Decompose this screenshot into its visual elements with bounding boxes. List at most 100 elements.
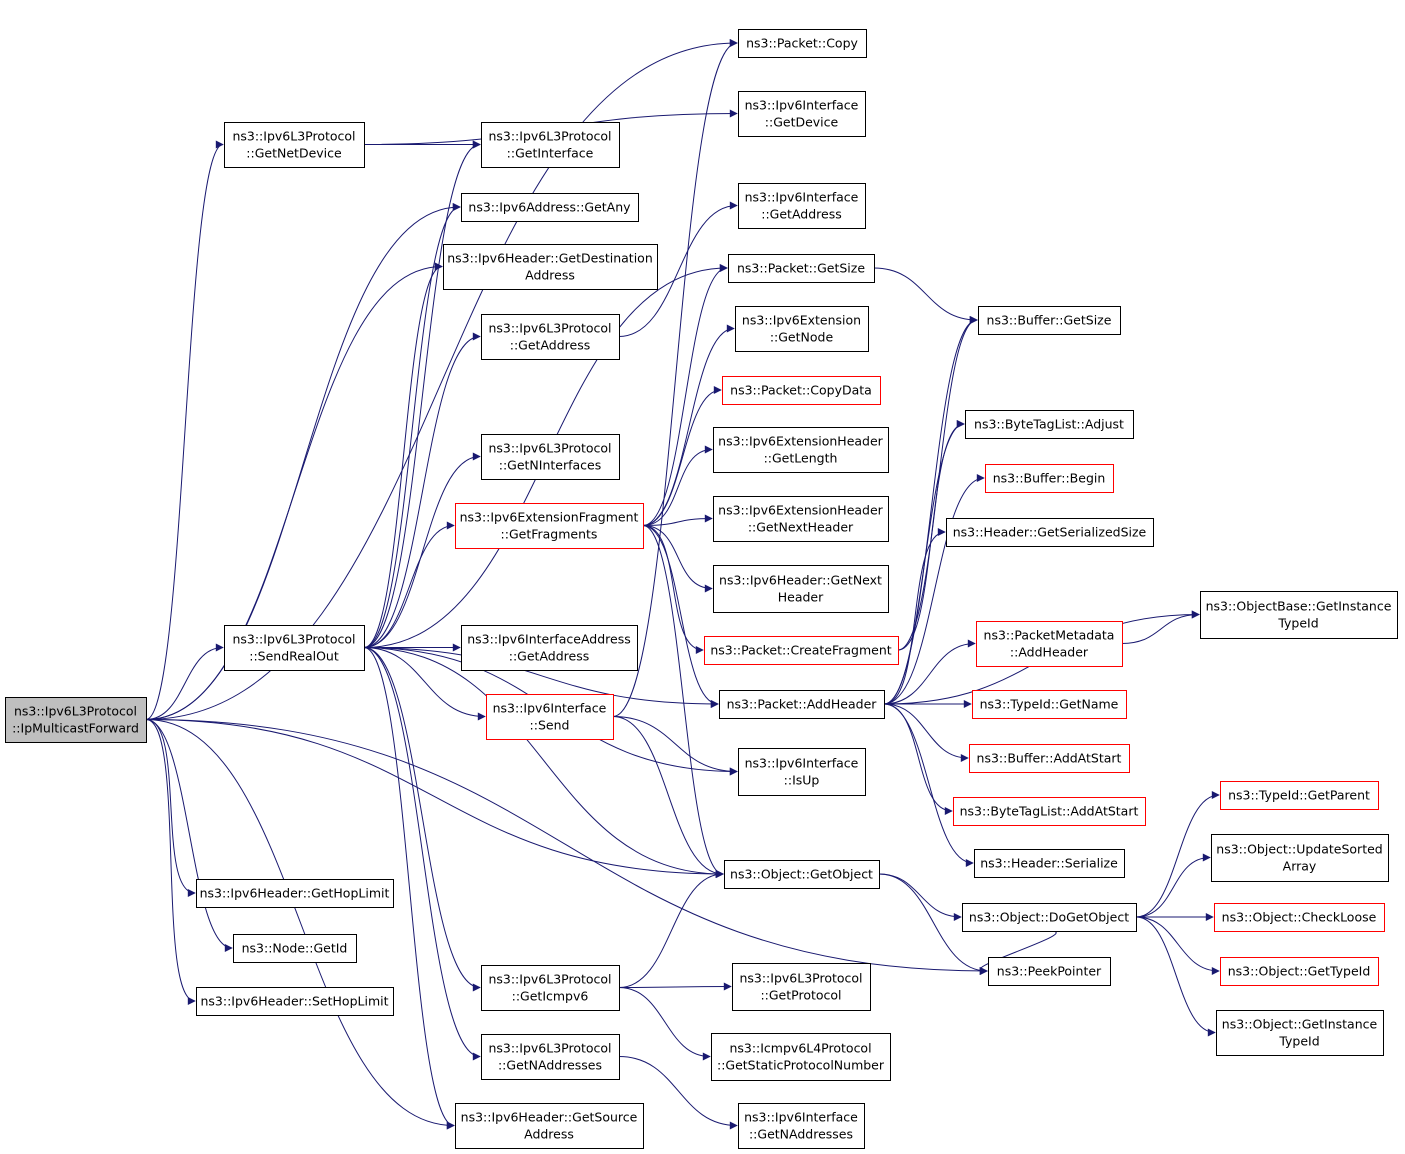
node-label: ns3::Buffer::GetSize [987, 313, 1112, 328]
node-box [461, 193, 639, 222]
node-n-sendrealout[interactable]: ns3::Ipv6L3Protocol::SendRealOut [224, 625, 365, 671]
node-label: ns3::Object::UpdateSorted [1216, 842, 1382, 857]
node-label: ::GetNetDevice [246, 146, 342, 161]
node-box [713, 427, 889, 473]
node-box [724, 860, 880, 889]
node-n-dogetobject[interactable]: ns3::Object::DoGetObject [962, 903, 1137, 932]
node-n-packetgetsize[interactable]: ns3::Packet::GetSize [728, 254, 875, 283]
edge-n-ifsend-to-n-isup [612, 716, 738, 776]
node-label: ns3::Packet::GetSize [737, 261, 865, 276]
node-n-pmaddheader[interactable]: ns3::PacketMetadata::AddHeader [976, 621, 1123, 667]
node-n-typeidgetparent[interactable]: ns3::TypeId::GetParent [1220, 781, 1379, 810]
node-n-bytetagadjust[interactable]: ns3::ByteTagList::Adjust [965, 410, 1134, 439]
node-label: ns3::Ipv6L3Protocol [488, 441, 611, 456]
node-n-getprotocol[interactable]: ns3::Ipv6L3Protocol::GetProtocol [732, 963, 871, 1011]
node-box [962, 903, 1137, 932]
node-label: ns3::Object::GetTypeId [1228, 964, 1371, 979]
node-label: ns3::Ipv6L3Protocol [232, 632, 355, 647]
node-label: Header [778, 590, 824, 605]
edge-n-createfragment-to-n-buffergetsize [897, 316, 978, 651]
node-n-btladdatstart[interactable]: ns3::ByteTagList::AddAtStart [953, 797, 1146, 826]
node-label: Address [524, 1127, 574, 1142]
node-n-gethoplimit[interactable]: ns3::Ipv6Header::GetHopLimit [196, 879, 394, 908]
edge-n-sendrealout-to-n-getdest [363, 262, 443, 648]
node-label: ns3::Ipv6ExtensionHeader [718, 434, 884, 449]
node-n-geticmpv6[interactable]: ns3::Ipv6L3Protocol::GetIcmpv6 [481, 965, 620, 1011]
node-n-l3getaddress[interactable]: ns3::Ipv6L3Protocol::GetAddress [481, 314, 620, 360]
node-label: ns3::Object::GetObject [730, 867, 873, 882]
node-box [455, 1103, 644, 1149]
edge-root-to-n-getobject [145, 719, 724, 878]
node-label: ns3::Packet::AddHeader [727, 697, 878, 712]
node-n-exthdrgetnext[interactable]: ns3::Ipv6ExtensionHeader::GetNextHeader [713, 496, 889, 542]
node-n-objgettypeid[interactable]: ns3::Object::GetTypeId [1220, 957, 1379, 986]
node-n-typeidgetname[interactable]: ns3::TypeId::GetName [972, 690, 1127, 719]
node-label: ::GetIcmpv6 [512, 989, 589, 1004]
node-n-getfragments[interactable]: ns3::Ipv6ExtensionFragment::GetFragments [455, 503, 644, 549]
node-n-ifgetdevice[interactable]: ns3::Ipv6Interface::GetDevice [738, 91, 866, 137]
edge-n-packetgetsize-to-n-buffergetsize [873, 267, 978, 324]
node-label: ns3::Ipv6L3Protocol [739, 971, 862, 986]
node-n-copydata[interactable]: ns3::Packet::CopyData [722, 376, 881, 405]
node-box [953, 797, 1146, 826]
edge-n-sendrealout-to-n-getobject [363, 647, 724, 878]
node-box [486, 694, 614, 740]
node-label: ns3::Ipv6InterfaceAddress [467, 632, 631, 647]
node-n-getnetdevice[interactable]: ns3::Ipv6L3Protocol::GetNetDevice [224, 122, 365, 168]
node-n-getany[interactable]: ns3::Ipv6Address::GetAny [461, 193, 639, 222]
node-root[interactable]: ns3::Ipv6L3Protocol::IpMulticastForward [5, 697, 147, 743]
node-label: ns3::Icmpv6L4Protocol [729, 1041, 871, 1056]
node-n-ifaddrgetaddress[interactable]: ns3::Ipv6InterfaceAddress::GetAddress [461, 625, 638, 671]
node-label: ns3::Ipv6Header::GetDestination [447, 251, 653, 266]
edge-root-to-n-getsource [145, 719, 455, 1130]
node-n-exthdrgetlength[interactable]: ns3::Ipv6ExtensionHeader::GetLength [713, 427, 889, 473]
node-n-getobject[interactable]: ns3::Object::GetObject [724, 860, 880, 889]
node-n-nodegetid[interactable]: ns3::Node::GetId [233, 934, 357, 963]
edge-n-sendrealout-to-n-addheader [363, 647, 719, 708]
edge-n-getfragments-to-n-exthdrgetlength [642, 445, 713, 526]
node-n-bufferbegin[interactable]: ns3::Buffer::Begin [985, 464, 1114, 493]
node-label: ::GetAddress [509, 649, 589, 664]
node-n-l3getnaddresses[interactable]: ns3::Ipv6L3Protocol::GetNAddresses [481, 1034, 620, 1080]
node-n-ifgetaddress[interactable]: ns3::Ipv6Interface::GetAddress [738, 183, 866, 229]
node-n-checkloose[interactable]: ns3::Object::CheckLoose [1214, 903, 1385, 932]
node-n-bufaddatstart[interactable]: ns3::Buffer::AddAtStart [969, 744, 1130, 773]
node-n-hdrserialsize[interactable]: ns3::Header::GetSerializedSize [946, 518, 1154, 547]
node-box [738, 183, 866, 229]
node-box [978, 306, 1121, 335]
node-label: ns3::Ipv6Interface [745, 98, 859, 113]
node-n-extgetnode[interactable]: ns3::Ipv6Extension::GetNode [735, 306, 869, 352]
node-box [976, 621, 1123, 667]
node-n-buffergetsize[interactable]: ns3::Buffer::GetSize [978, 306, 1121, 335]
node-label: ns3::Object::CheckLoose [1222, 910, 1377, 925]
edge-n-dogetobject-to-n-objgettypeid [1135, 916, 1220, 975]
node-label: Address [525, 268, 575, 283]
node-n-l3getinterface[interactable]: ns3::Ipv6L3Protocol::GetInterface [481, 122, 620, 168]
node-n-isup[interactable]: ns3::Ipv6Interface::IsUp [738, 748, 866, 796]
node-n-sethoplimit[interactable]: ns3::Ipv6Header::SetHopLimit [196, 987, 394, 1016]
node-label: ns3::Ipv6Interface [744, 1110, 858, 1125]
edge-n-dogetobject-to-n-updatesorted [1135, 853, 1211, 918]
edge-n-ifsend-to-n-getobject [612, 716, 724, 878]
node-n-getninterfaces[interactable]: ns3::Ipv6L3Protocol::GetNInterfaces [481, 434, 620, 480]
node-box [1216, 1010, 1384, 1056]
node-n-ifsend[interactable]: ns3::Ipv6Interface::Send [486, 694, 614, 740]
edge-n-sendrealout-to-n-ifsend [363, 647, 486, 721]
edge-root-to-n-packetcopy [145, 39, 738, 720]
node-n-peekpointer[interactable]: ns3::PeekPointer [988, 957, 1111, 986]
node-n-createfragment[interactable]: ns3::Packet::CreateFragment [704, 636, 899, 665]
node-n-packetcopy[interactable]: ns3::Packet::Copy [738, 29, 867, 58]
node-n-ifgetnaddresses[interactable]: ns3::Ipv6Interface::GetNAddresses [738, 1103, 865, 1149]
node-n-hdrserialize[interactable]: ns3::Header::Serialize [974, 849, 1125, 878]
edge-root-to-n-nodegetid [145, 719, 233, 952]
node-n-hdrgetnext[interactable]: ns3::Ipv6Header::GetNextHeader [713, 565, 889, 613]
node-n-addheader[interactable]: ns3::Packet::AddHeader [719, 690, 885, 719]
node-n-icmpstatic[interactable]: ns3::Icmpv6L4Protocol::GetStaticProtocol… [711, 1033, 891, 1081]
node-label: ::GetNAddresses [498, 1058, 602, 1073]
